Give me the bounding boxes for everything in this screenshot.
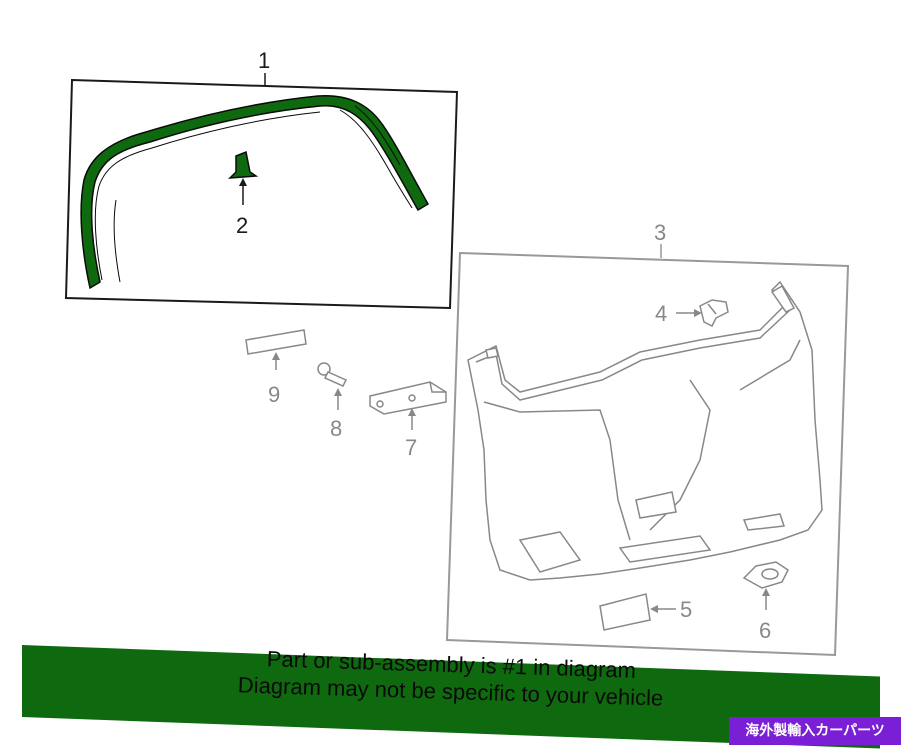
part7-arrowhead xyxy=(408,408,416,416)
part8-arrowhead xyxy=(334,388,342,396)
part7-bracket xyxy=(369,381,447,415)
part3-trim-panel xyxy=(467,280,823,581)
part8-bolt xyxy=(317,362,348,387)
part4-label: 4 xyxy=(655,301,667,326)
part6-arrowhead xyxy=(762,588,770,596)
part6-lamp xyxy=(742,561,789,589)
part9-arrowhead xyxy=(272,352,280,360)
part3-frame xyxy=(445,251,850,657)
part2-label: 2 xyxy=(236,213,248,238)
part1-label: 1 xyxy=(258,48,270,73)
part7-label: 7 xyxy=(405,435,417,460)
part2-arrowhead xyxy=(239,178,247,186)
part2-clip xyxy=(228,150,259,179)
shop-watermark: 海外製輸入カーパーツ xyxy=(729,717,901,745)
part6-label: 6 xyxy=(759,618,771,643)
part1-weatherstrip xyxy=(80,95,430,290)
part4-arrowhead xyxy=(694,309,702,317)
part8-label: 8 xyxy=(330,416,342,441)
part9-label: 9 xyxy=(268,382,280,407)
part4-clip xyxy=(699,299,729,328)
part5-label: 5 xyxy=(680,597,692,622)
part5-arrowhead xyxy=(650,605,658,613)
part3-label: 3 xyxy=(654,220,666,245)
part9-pad xyxy=(245,329,307,355)
part1-frame xyxy=(64,78,459,310)
part5-lens xyxy=(599,593,651,631)
